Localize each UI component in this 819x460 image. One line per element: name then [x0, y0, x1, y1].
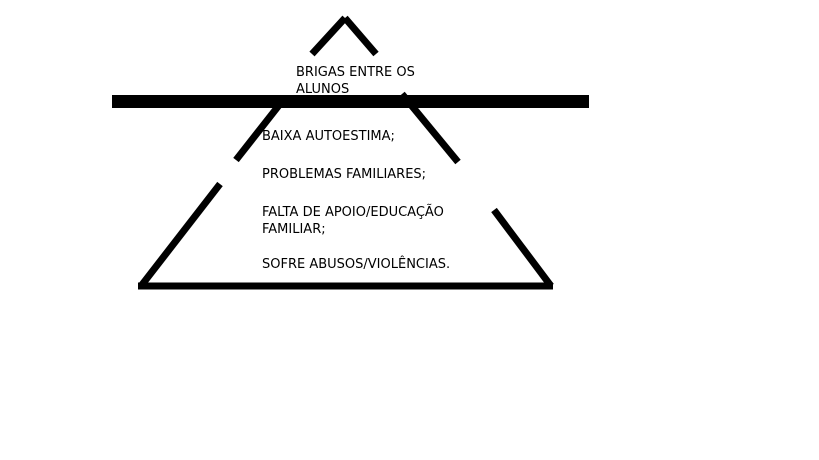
base-item-family-problems: PROBLEMAS FAMILIARES;	[262, 167, 427, 182]
base-item-abuse-violence: SOFRE ABUSOS/VIOLÊNCIAS.	[262, 257, 451, 272]
pyramid-right-edge-top	[342, 15, 379, 57]
divider-bar	[112, 95, 589, 108]
base-item-low-self-esteem: BAIXA AUTOESTIMA;	[262, 129, 395, 144]
pyramid-left-edge-lower	[138, 181, 223, 289]
top-label-box: BRIGAS ENTRE OS ALUNOS	[296, 64, 436, 94]
pyramid-right-edge-lower	[491, 207, 554, 289]
pyramid-left-edge-mid	[233, 101, 283, 163]
top-label: BRIGAS ENTRE OS ALUNOS	[296, 65, 415, 94]
base-item-lack-of-family-support: FALTA DE APOIO/EDUCAÇÃO FAMILIAR;	[262, 205, 444, 237]
base-items-list: BAIXA AUTOESTIMA; PROBLEMAS FAMILIARES; …	[262, 128, 492, 294]
pyramid-left-edge-top	[309, 15, 348, 57]
